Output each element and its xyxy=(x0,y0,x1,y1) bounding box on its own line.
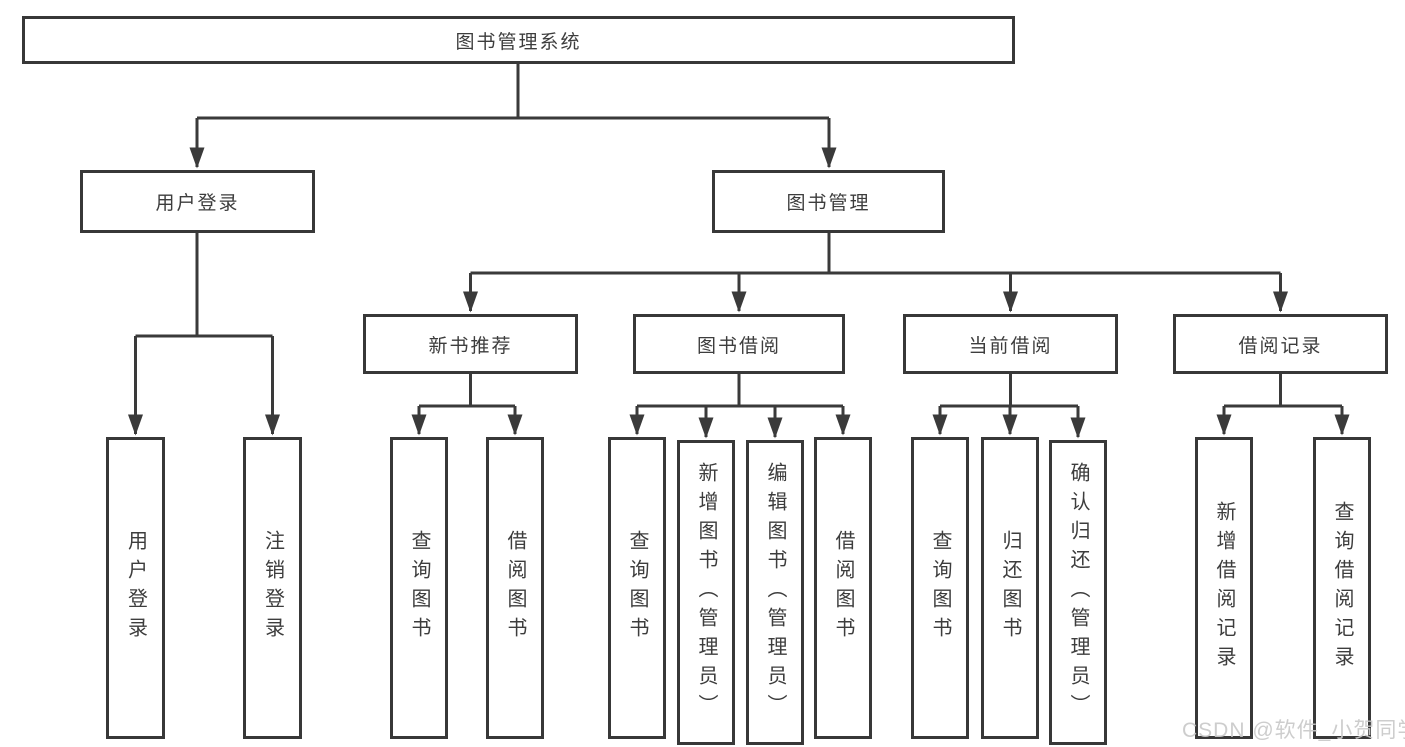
connector-user-login-trunk xyxy=(135,233,273,338)
leaf-logout: 注销登录 xyxy=(243,437,302,739)
node-new-book-recommend: 新书推荐 xyxy=(363,314,578,374)
leaf-borrow-borrow-books: 借阅图书 xyxy=(814,437,872,739)
connector-book-mgmt-trunk xyxy=(470,233,1281,275)
node-user-login: 用户登录 xyxy=(80,170,315,233)
leaf-borrow-edit-books-admin: 编辑图书（管理员） xyxy=(746,440,804,745)
leaf-records-query-record: 查询借阅记录 xyxy=(1313,437,1371,739)
leaf-current-confirm-return-admin: 确认归还（管理员） xyxy=(1049,440,1107,745)
connector-borrow-records-trunk xyxy=(1224,374,1342,408)
node-borrowing-records: 借阅记录 xyxy=(1173,314,1388,374)
connector-root-trunk xyxy=(197,63,829,120)
leaf-borrow-query-books: 查询图书 xyxy=(608,437,666,739)
csdn-watermark: CSDN @软件_小贺同学 xyxy=(1182,719,1405,742)
connector-book-borrow-trunk xyxy=(637,374,843,408)
leaf-newbooks-borrow-books: 借阅图书 xyxy=(486,437,544,739)
leaf-user-login: 用户登录 xyxy=(106,437,165,739)
leaf-borrow-add-books-admin: 新增图书（管理员） xyxy=(677,440,735,745)
leaf-current-query-books: 查询图书 xyxy=(911,437,969,739)
leaf-current-return-books: 归还图书 xyxy=(981,437,1039,739)
leaf-records-add-record: 新增借阅记录 xyxy=(1195,437,1253,739)
leaf-newbooks-query-books: 查询图书 xyxy=(390,437,448,739)
node-book-borrowing: 图书借阅 xyxy=(633,314,845,374)
node-book-management: 图书管理 xyxy=(712,170,945,233)
connector-new-books-trunk xyxy=(419,374,515,408)
node-current-borrowing: 当前借阅 xyxy=(903,314,1118,374)
node-library-management-system: 图书管理系统 xyxy=(22,16,1015,64)
connector-current-borrow-trunk xyxy=(940,374,1078,408)
